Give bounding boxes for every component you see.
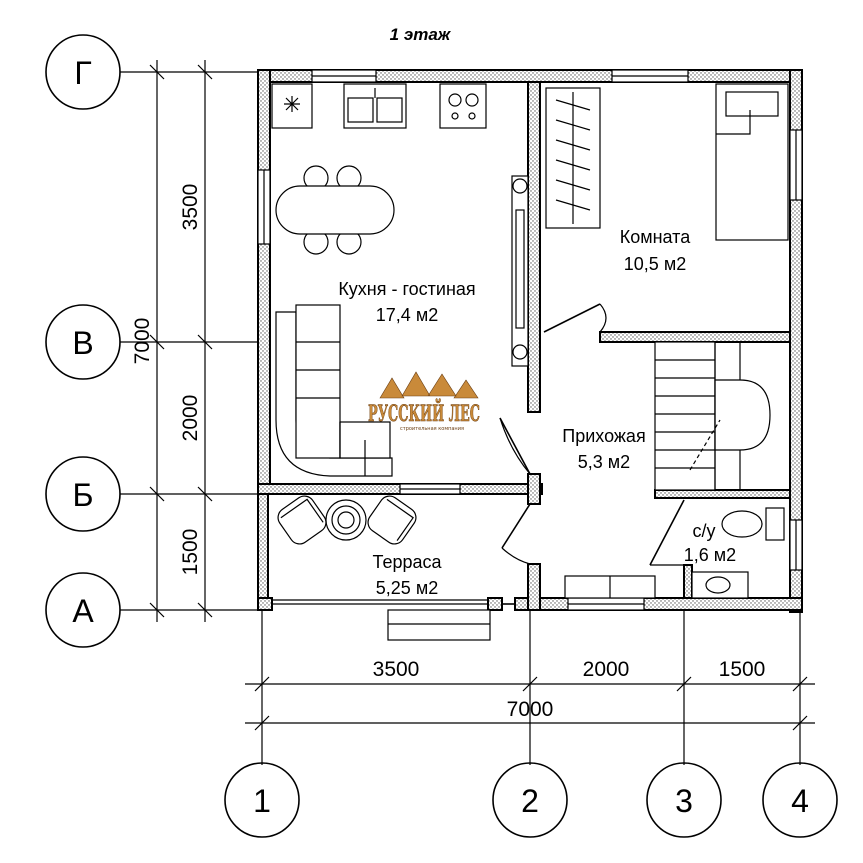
corner-sofa bbox=[275, 304, 393, 477]
axis-row-b: Б bbox=[45, 456, 121, 532]
kitchen-counter bbox=[271, 83, 487, 129]
room-name: Комната bbox=[620, 227, 691, 247]
terrace-furniture bbox=[277, 495, 417, 545]
staircase bbox=[654, 341, 771, 491]
wardrobe bbox=[545, 87, 601, 229]
left-dimension-lines bbox=[120, 60, 262, 622]
dim-bottom-1500: 1500 bbox=[719, 658, 766, 681]
dim-left-3500: 3500 bbox=[179, 184, 202, 231]
dim-left-2000: 2000 bbox=[179, 395, 202, 442]
svg-text:1: 1 bbox=[253, 783, 271, 819]
axis-col-1: 1 bbox=[224, 762, 300, 838]
wc-name: с/у bbox=[692, 521, 715, 541]
dining-table bbox=[275, 165, 395, 255]
doors bbox=[499, 303, 685, 605]
svg-text:В: В bbox=[72, 325, 93, 361]
dim-left-total: 7000 bbox=[131, 318, 154, 365]
hall-cabinet bbox=[564, 575, 656, 599]
room-area: 10,5 м2 bbox=[624, 254, 686, 274]
svg-text:4: 4 bbox=[791, 783, 809, 819]
dim-bottom-2000: 2000 bbox=[583, 658, 630, 681]
svg-text:3: 3 bbox=[675, 783, 693, 819]
terrace-steps bbox=[387, 609, 491, 641]
axis-col-3: 3 bbox=[646, 762, 722, 838]
hall-area: 5,3 м2 bbox=[578, 452, 630, 472]
wall-cabinet bbox=[511, 175, 529, 367]
hall-name: Прихожая bbox=[562, 426, 645, 446]
kitchen-name: Кухня - гостиная bbox=[338, 279, 475, 299]
dim-bottom-total: 7000 bbox=[507, 698, 554, 721]
bed bbox=[715, 83, 789, 241]
bottom-dimension-lines bbox=[245, 610, 815, 765]
axis-row-v: В bbox=[45, 304, 121, 380]
dim-left-1500: 1500 bbox=[179, 529, 202, 576]
svg-text:Б: Б bbox=[73, 477, 94, 513]
axis-col-4: 4 bbox=[762, 762, 838, 838]
terrace-area: 5,25 м2 bbox=[376, 578, 438, 598]
terrace-name: Терраса bbox=[372, 552, 442, 572]
company-logo: РУССКИЙ ЛЕС строительная компания bbox=[368, 371, 480, 432]
svg-text:2: 2 bbox=[521, 783, 539, 819]
logo-text: РУССКИЙ ЛЕС bbox=[368, 398, 480, 427]
axis-row-a: А bbox=[45, 572, 121, 648]
axis-row-g: Г bbox=[45, 34, 121, 110]
axis-col-2: 2 bbox=[492, 762, 568, 838]
kitchen-area: 17,4 м2 bbox=[376, 305, 438, 325]
svg-text:Г: Г bbox=[74, 55, 91, 91]
wc-area: 1,6 м2 bbox=[684, 545, 736, 565]
svg-text:А: А bbox=[72, 593, 94, 629]
windows bbox=[257, 69, 803, 611]
wc-fixtures bbox=[691, 507, 785, 599]
plan-title: 1 этаж bbox=[390, 25, 452, 44]
logo-subtitle: строительная компания bbox=[400, 426, 464, 432]
dim-bottom-3500: 3500 bbox=[373, 658, 420, 681]
